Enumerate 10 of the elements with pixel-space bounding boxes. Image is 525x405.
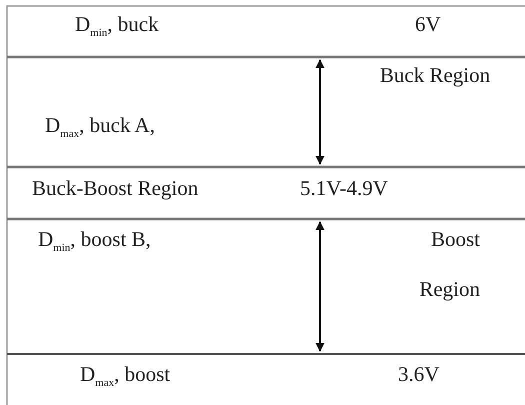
region-label: Boost Region	[418, 226, 480, 303]
table-text: D$_{max}$, boost	[80, 362, 170, 392]
table-text: 3.6V	[398, 362, 440, 386]
table-text: 5.1V-4.9V	[300, 176, 388, 200]
region-label: Buck Region	[378, 62, 492, 89]
table-text: D$_{min}$, buck	[75, 12, 159, 42]
table-text: D$_{max}$, buck A,	[45, 113, 155, 142]
table-text: Buck-Boost Region	[32, 176, 198, 200]
table-text: D$_{min}$, boost B,	[38, 227, 151, 256]
table-text: 6V	[415, 12, 441, 36]
